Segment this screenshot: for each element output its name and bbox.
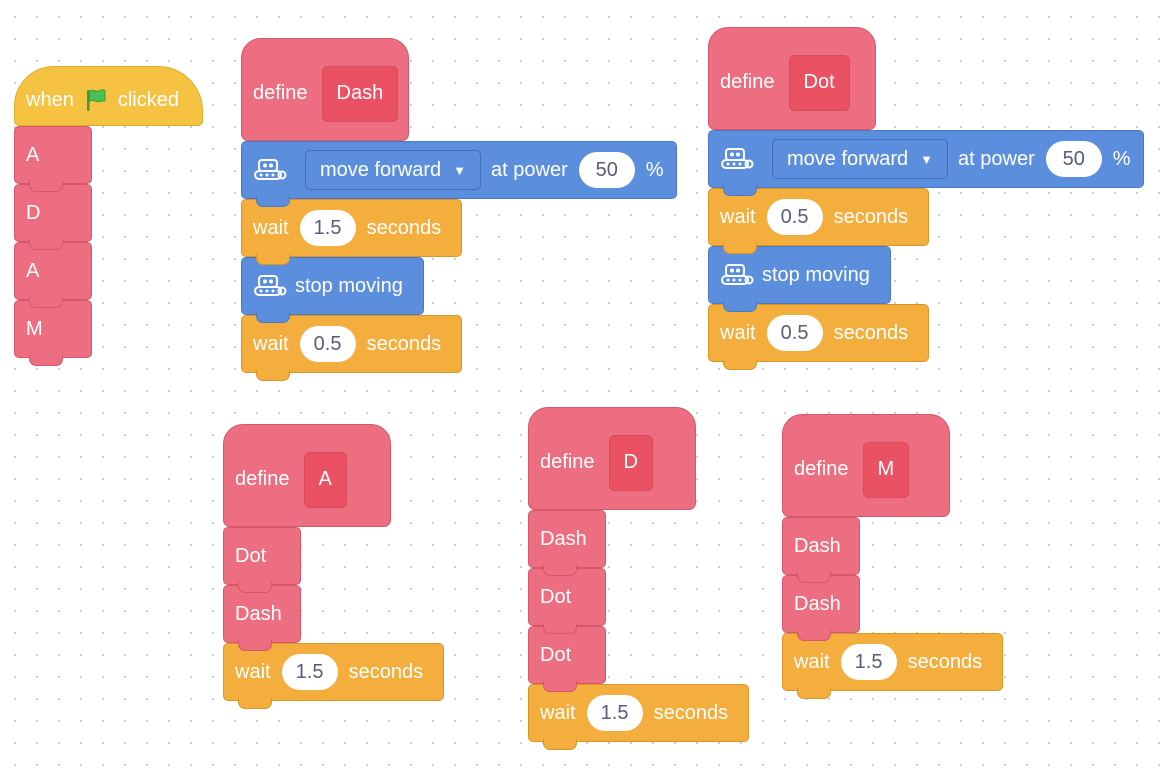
wait-seconds-input[interactable]: 1.5 xyxy=(840,644,897,680)
seconds-label: seconds xyxy=(348,660,424,683)
power-input[interactable]: 50 xyxy=(1045,141,1102,177)
call-block-dash[interactable]: Dash xyxy=(223,585,301,651)
percent-label: % xyxy=(1112,147,1131,170)
wait-seconds-input[interactable]: 0.5 xyxy=(766,315,823,351)
seconds-label: seconds xyxy=(366,332,442,355)
stop-moving-block[interactable]: stop moving xyxy=(708,246,891,312)
hat-clicked-label: clicked xyxy=(117,88,179,111)
move-forward-block[interactable]: move forward ▼ at power 50 % xyxy=(241,141,677,207)
direction-value: move forward xyxy=(787,147,909,170)
call-block-a[interactable]: A xyxy=(14,126,92,192)
seconds-label: seconds xyxy=(833,205,909,228)
define-label: define xyxy=(253,82,308,104)
call-block-dot[interactable]: Dot xyxy=(528,626,606,692)
define-label: define xyxy=(235,468,290,490)
call-block-dash[interactable]: Dash xyxy=(528,510,606,576)
wait-label: wait xyxy=(720,205,756,228)
define-dash-block[interactable]: define Dash xyxy=(241,38,409,141)
robot-icon xyxy=(254,275,287,296)
call-label: Dash xyxy=(540,527,587,550)
call-label: Dot xyxy=(540,643,572,666)
green-flag-icon xyxy=(86,89,106,111)
stop-moving-label: stop moving xyxy=(295,274,403,297)
define-d-block[interactable]: define D xyxy=(528,407,696,510)
wait-block[interactable]: wait 1.5 seconds xyxy=(528,684,749,750)
when-flag-clicked-block[interactable]: when clicked xyxy=(14,66,203,126)
robot-icon xyxy=(254,159,287,180)
call-label: Dash xyxy=(235,602,282,625)
robot-icon xyxy=(721,264,754,285)
dropdown-arrow-icon: ▼ xyxy=(920,151,934,167)
define-label: define xyxy=(720,71,775,93)
wait-label: wait xyxy=(235,660,271,683)
call-label: D xyxy=(26,201,41,224)
direction-dropdown[interactable]: move forward ▼ xyxy=(305,150,482,190)
wait-seconds-input[interactable]: 0.5 xyxy=(766,199,823,235)
call-label: Dash xyxy=(794,534,841,557)
define-dot-block[interactable]: define Dot xyxy=(708,27,876,130)
wait-block[interactable]: wait 0.5 seconds xyxy=(241,315,462,381)
call-label: Dot xyxy=(235,544,267,567)
wait-seconds-input[interactable]: 1.5 xyxy=(281,654,338,690)
robot-icon xyxy=(721,148,754,169)
direction-dropdown[interactable]: move forward ▼ xyxy=(772,139,949,179)
seconds-label: seconds xyxy=(833,321,909,344)
wait-seconds-input[interactable]: 1.5 xyxy=(299,210,356,246)
wait-seconds-input[interactable]: 1.5 xyxy=(586,695,643,731)
call-block-dash[interactable]: Dash xyxy=(782,517,860,583)
seconds-label: seconds xyxy=(366,216,442,239)
stop-moving-block[interactable]: stop moving xyxy=(241,257,424,323)
procedure-name-slot[interactable]: Dash xyxy=(321,65,399,122)
stop-moving-label: stop moving xyxy=(762,263,870,286)
call-label: M xyxy=(26,317,43,340)
call-block-dash[interactable]: Dash xyxy=(782,575,860,641)
seconds-label: seconds xyxy=(907,650,983,673)
call-label: A xyxy=(26,259,40,282)
dropdown-arrow-icon: ▼ xyxy=(453,162,467,178)
hat-when-label: when xyxy=(26,88,74,111)
wait-block[interactable]: wait 1.5 seconds xyxy=(241,199,462,265)
wait-label: wait xyxy=(253,332,289,355)
procedure-name-slot[interactable]: M xyxy=(862,441,910,498)
wait-block[interactable]: wait 1.5 seconds xyxy=(223,643,444,709)
call-block-dot[interactable]: Dot xyxy=(223,527,301,593)
wait-block[interactable]: wait 0.5 seconds xyxy=(708,304,929,370)
percent-label: % xyxy=(645,158,664,181)
move-forward-block[interactable]: move forward ▼ at power 50 % xyxy=(708,130,1144,196)
define-label: define xyxy=(794,458,849,480)
wait-seconds-input[interactable]: 0.5 xyxy=(299,326,356,362)
procedure-name: Dash xyxy=(336,82,384,104)
procedure-name: M xyxy=(877,458,895,480)
procedure-name: Dot xyxy=(803,71,835,93)
wait-block[interactable]: wait 0.5 seconds xyxy=(708,188,929,254)
call-block-dot[interactable]: Dot xyxy=(528,568,606,634)
at-power-label: at power xyxy=(491,158,568,181)
wait-label: wait xyxy=(540,701,576,724)
define-label: define xyxy=(540,451,595,473)
call-label: Dot xyxy=(540,585,572,608)
procedure-name: D xyxy=(623,451,638,473)
seconds-label: seconds xyxy=(653,701,729,724)
procedure-name-slot[interactable]: A xyxy=(303,451,347,508)
power-input[interactable]: 50 xyxy=(578,152,635,188)
direction-value: move forward xyxy=(320,158,442,181)
call-label: Dash xyxy=(794,592,841,615)
call-block-a[interactable]: A xyxy=(14,242,92,308)
wait-block[interactable]: wait 1.5 seconds xyxy=(782,633,1003,699)
define-a-block[interactable]: define A xyxy=(223,424,391,527)
procedure-name-slot[interactable]: Dot xyxy=(788,54,850,111)
procedure-name: A xyxy=(318,468,332,490)
call-block-d[interactable]: D xyxy=(14,184,92,250)
call-label: A xyxy=(26,143,40,166)
procedure-name-slot[interactable]: D xyxy=(608,434,653,491)
wait-label: wait xyxy=(794,650,830,673)
wait-label: wait xyxy=(720,321,756,344)
at-power-label: at power xyxy=(958,147,1035,170)
wait-label: wait xyxy=(253,216,289,239)
call-block-m[interactable]: M xyxy=(14,300,92,366)
define-m-block[interactable]: define M xyxy=(782,414,950,517)
